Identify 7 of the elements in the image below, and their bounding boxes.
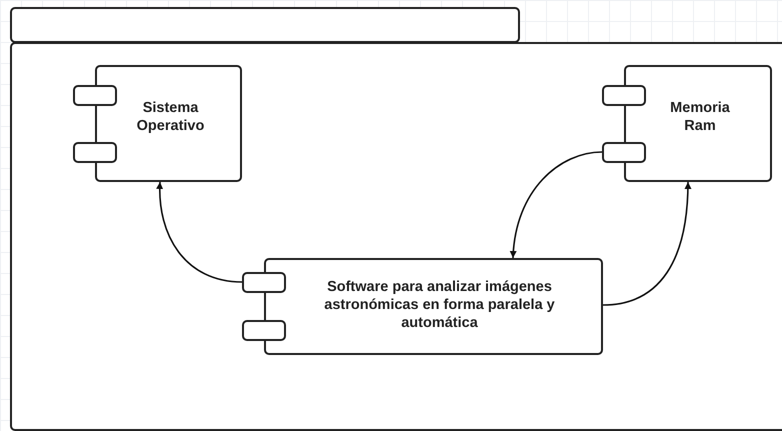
component-name: Sistema Operativo <box>136 98 206 134</box>
component-name: Software para analizar imágenes astronómicas en forma paralela y automática <box>323 278 556 332</box>
package-frame <box>10 42 782 431</box>
package-tab <box>10 7 520 43</box>
dependency-arrow <box>602 182 692 306</box>
component-name: Memoria Ram <box>669 98 731 134</box>
dependency-arrow <box>156 182 242 283</box>
